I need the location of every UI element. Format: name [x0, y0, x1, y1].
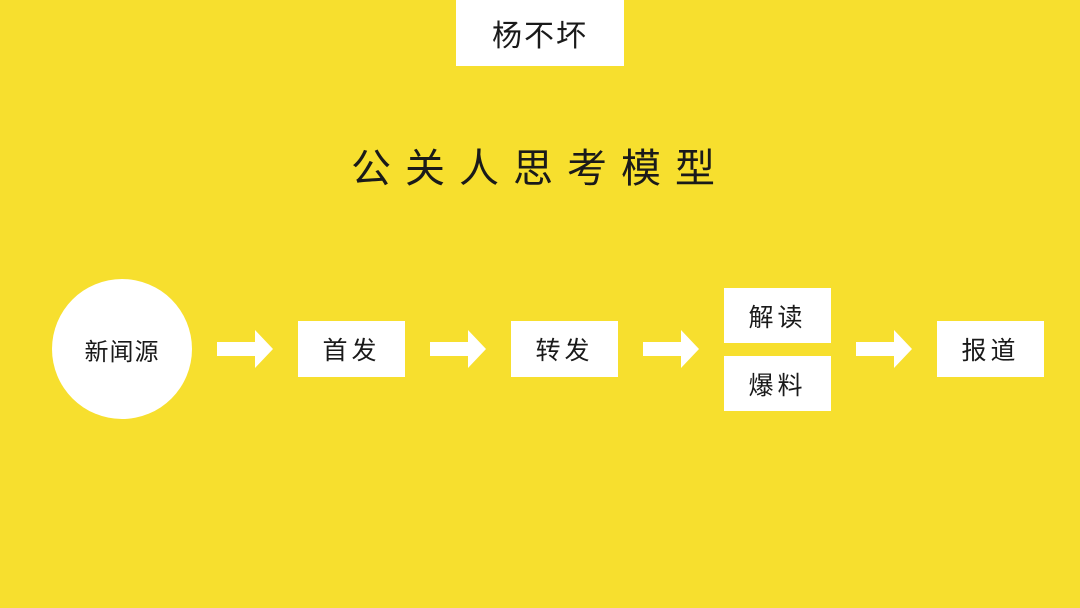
arrow-icon	[430, 330, 486, 368]
author-label: 杨不坏	[456, 0, 624, 66]
node-repost: 转发	[511, 321, 618, 377]
node-reveal: 爆料	[724, 356, 831, 411]
diagram-title: 公关人思考模型	[351, 146, 729, 192]
node-first-post: 首发	[298, 321, 405, 377]
arrow-icon	[643, 330, 699, 368]
node-news-source: 新闻源	[52, 279, 192, 419]
node-report: 报道	[937, 321, 1044, 377]
node-interpret: 解读	[724, 288, 831, 343]
arrow-icon	[856, 330, 912, 368]
arrow-icon	[217, 330, 273, 368]
